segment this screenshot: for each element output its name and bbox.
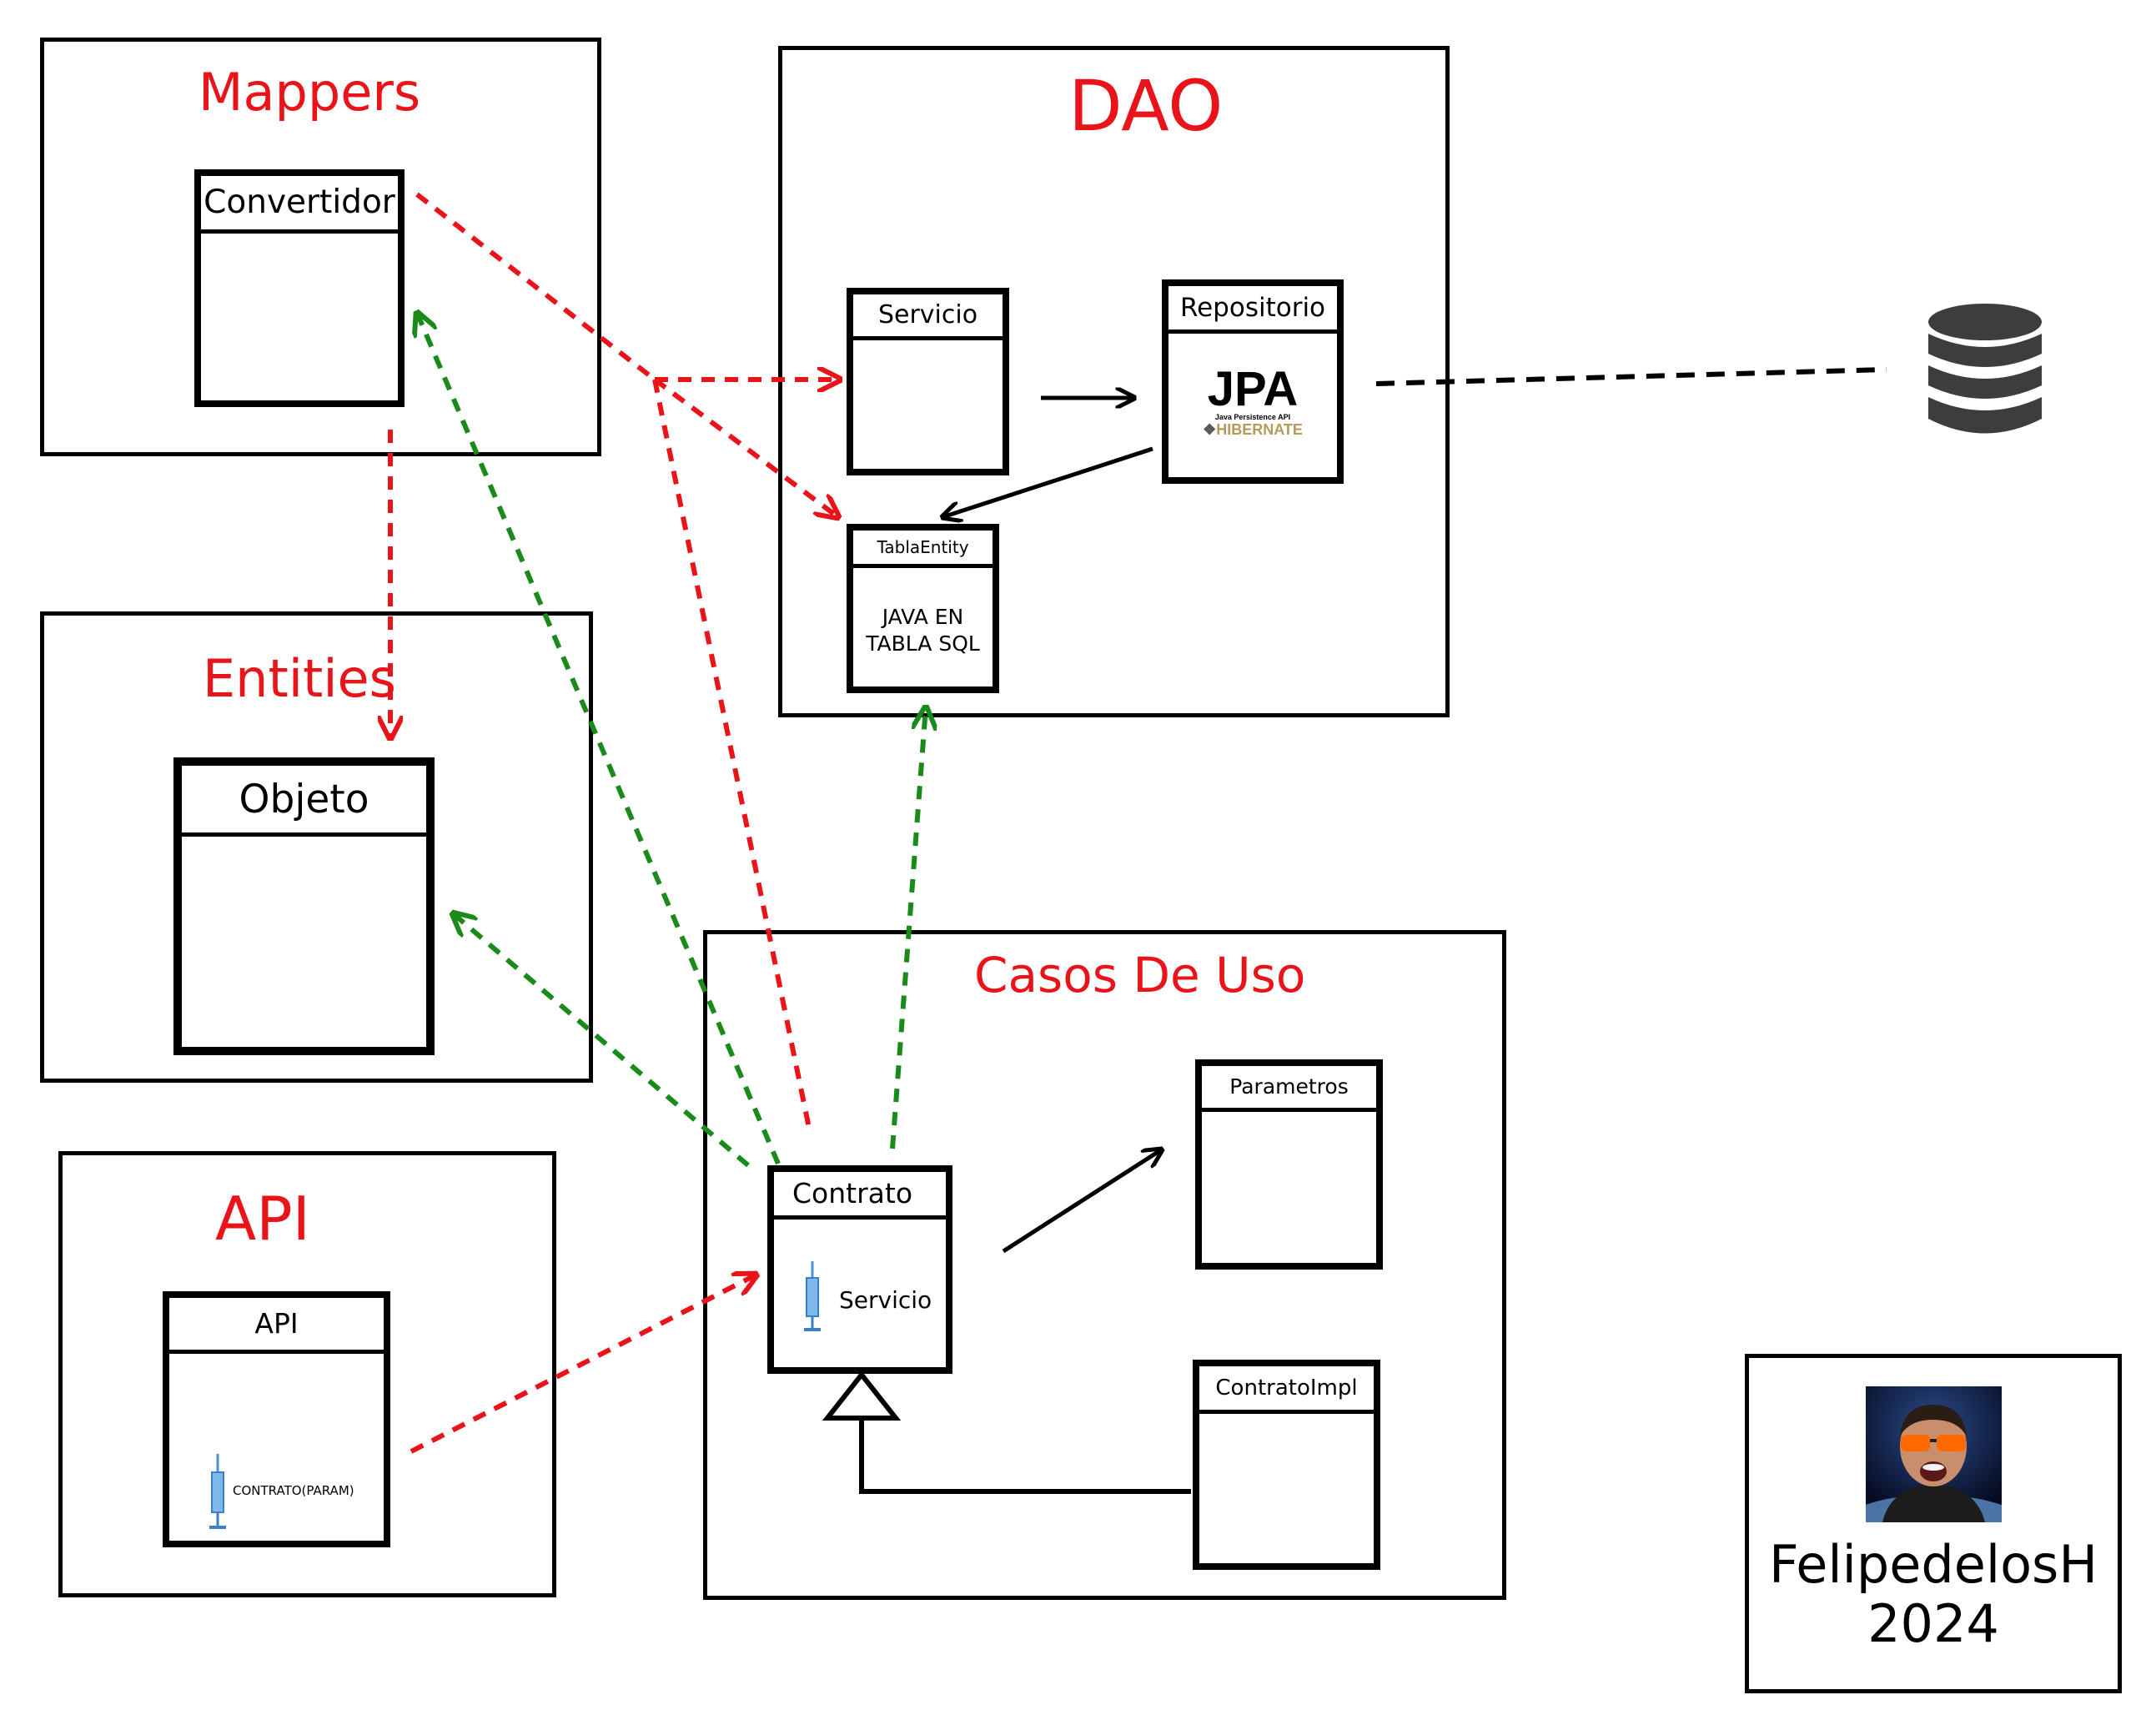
api-title: API xyxy=(215,1184,310,1254)
database-icon xyxy=(1928,304,2042,434)
repositorio-to-database-connector xyxy=(1375,367,1887,386)
api-class-method: CONTRATO(PARAM) xyxy=(233,1483,354,1498)
dao-title: DAO xyxy=(1068,65,1224,147)
contrato-impl-class[interactable]: ContratoImpl xyxy=(1193,1360,1380,1570)
dao-servicio-class-name: Servicio xyxy=(853,294,1003,340)
mappers-title: Mappers xyxy=(199,62,421,123)
syringe-icon xyxy=(804,1261,821,1331)
author-year: 2024 xyxy=(1867,1593,1999,1655)
author-name: FelipedelosH xyxy=(1769,1534,2098,1595)
hibernate-logo: ❖HIBERNATE xyxy=(1168,420,1337,439)
convertidor-class[interactable]: Convertidor xyxy=(194,169,405,407)
contrato-class[interactable]: Contrato Servicio xyxy=(767,1165,952,1374)
api-class[interactable]: API CONTRATO(PARAM) xyxy=(163,1291,390,1547)
tabla-entity-class-name: TablaEntity xyxy=(853,531,993,568)
dao-servicio-class[interactable]: Servicio xyxy=(847,288,1009,475)
contrato-class-method: Servicio xyxy=(839,1286,932,1314)
hibernate-logo-text: HIBERNATE xyxy=(1216,420,1303,438)
author-avatar xyxy=(1866,1386,2002,1522)
contrato-to-parametros-arrow xyxy=(1002,1149,1162,1254)
casos-de-uso-title: Casos De Uso xyxy=(974,947,1306,1003)
tabla-entity-body-line-1: JAVA EN xyxy=(882,605,964,629)
syringe-icon xyxy=(209,1454,226,1529)
contrato-to-convertidor-red-line xyxy=(652,379,812,1129)
api-class-body: CONTRATO(PARAM) xyxy=(169,1354,384,1541)
tabla-entity-body-line-2: TABLA SQL xyxy=(866,631,980,656)
tabla-entity-class[interactable]: TablaEntity JAVA EN TABLA SQL xyxy=(847,524,999,693)
jpa-logo-text: JPA xyxy=(1207,362,1299,416)
api-to-contrato-arrow xyxy=(410,1275,756,1454)
inheritance-triangle-icon xyxy=(822,1371,902,1421)
parametros-class-name: Parametros xyxy=(1202,1066,1376,1112)
contrato-class-body: Servicio xyxy=(774,1220,946,1367)
convertidor-to-tabla-entity-arrow xyxy=(653,377,838,517)
convertidor-to-dao-connector xyxy=(415,192,656,382)
api-class-name: API xyxy=(169,1298,384,1354)
hibernate-logo-icon: ❖ xyxy=(1203,420,1217,438)
repositorio-class-name: Repositorio xyxy=(1168,286,1337,334)
jpa-logo-subtitle: Java Persistence API xyxy=(1214,413,1291,421)
contrato-to-objeto-arrow xyxy=(453,913,750,1168)
author-text: FelipedelosH 2024 xyxy=(1749,1535,2118,1654)
contrato-to-tabla-entity-arrow xyxy=(890,707,926,1149)
contrato-impl-class-name: ContratoImpl xyxy=(1199,1366,1374,1414)
convertidor-class-name: Convertidor xyxy=(201,176,398,234)
contrato-class-name: Contrato xyxy=(774,1172,946,1220)
objeto-class-name: Objeto xyxy=(182,766,426,837)
tabla-entity-body: JAVA EN TABLA SQL xyxy=(853,568,993,687)
objeto-class[interactable]: Objeto xyxy=(173,757,435,1055)
repositorio-class[interactable]: Repositorio JPA Java Persistence API ❖HI… xyxy=(1162,279,1344,484)
jpa-hibernate-logo: JPA Java Persistence API ❖HIBERNATE xyxy=(1168,334,1337,477)
parametros-class[interactable]: Parametros xyxy=(1195,1059,1383,1270)
contrato-impl-inheritance-line xyxy=(859,1418,1191,1494)
entities-title: Entities xyxy=(203,648,396,709)
repositorio-to-tabla-entity-arrow xyxy=(942,446,1153,517)
